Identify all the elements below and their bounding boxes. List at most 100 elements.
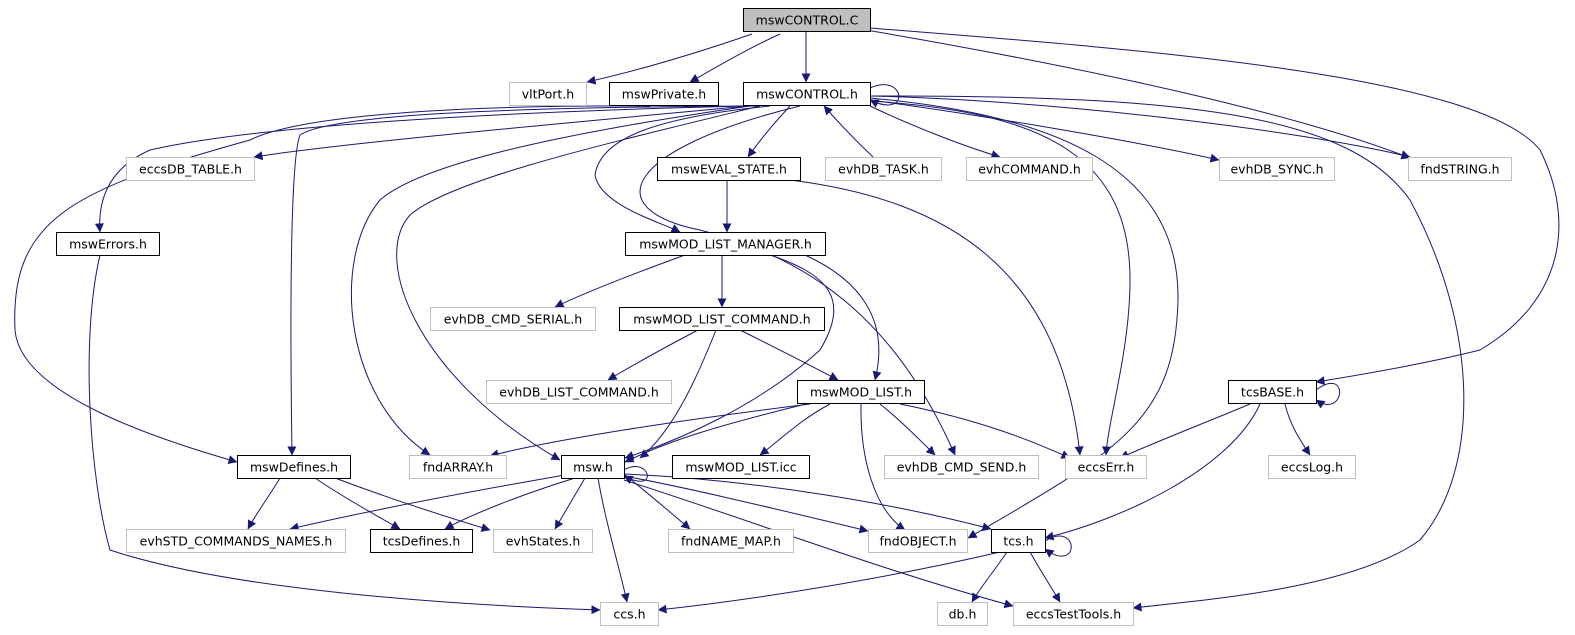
node-msw-h[interactable]: msw.h <box>561 455 625 479</box>
node-box <box>868 529 968 553</box>
edge-mswcontrol-c-to-fndstring-h <box>865 29 1411 160</box>
edge-msw-h-to-fndobject-h <box>623 475 869 534</box>
edge-mswmod-list-command-h-to-mswmod-list-h <box>739 329 839 381</box>
edge-msw-h-to-evhstates-h <box>554 477 586 530</box>
edge-mswcontrol-c-to-vltport-h <box>586 33 753 85</box>
edge-mswcontrol-c-to-mswprivate-h <box>689 33 781 83</box>
node-mswprivate-h[interactable]: mswPrivate.h <box>609 82 719 106</box>
edge-mswcontrol-h-to-msweval-state-h <box>747 105 791 158</box>
edge-mswcontrol-h-to-fndstring-h <box>869 95 1411 160</box>
node-mswerrors-h[interactable]: mswErrors.h <box>56 232 160 256</box>
node-box <box>1408 157 1512 181</box>
node-fndname-map-h: fndNAME_MAP.h <box>668 529 794 553</box>
node-box <box>600 602 659 626</box>
node-evhdb-cmd-serial-h: evhDB_CMD_SERIAL.h <box>430 307 596 331</box>
node-label: mswDefines.h <box>250 460 338 475</box>
node-label: mswErrors.h <box>69 237 147 252</box>
edge-mswcontrol-h-to-evhdb-sync-h <box>869 99 1220 163</box>
node-box <box>625 232 826 256</box>
node-mswcontrol-h[interactable]: mswCONTROL.h <box>743 82 871 106</box>
edge-mswcontrol-h-to-mswdefines-h <box>287 105 761 456</box>
edge-mswcontrol-h-to-evhcommand-h <box>869 105 1001 159</box>
node-box <box>237 455 351 479</box>
node-mswmod-list-icc[interactable]: mswMOD_LIST.icc <box>672 455 810 479</box>
edge-msw-h-to-msw-h <box>623 466 648 484</box>
node-label: mswCONTROL.C <box>756 13 859 28</box>
edge-msw-h-to-fndname-map-h <box>623 473 691 530</box>
node-tcs-h[interactable]: tcs.h <box>991 529 1046 553</box>
node-box <box>609 82 719 106</box>
node-box <box>486 380 672 404</box>
edge-mswcontrol-h-to-eccserr-h <box>869 100 1131 456</box>
node-label: evhDB_CMD_SERIAL.h <box>444 312 582 327</box>
node-fndstring-h: fndSTRING.h <box>1408 157 1512 181</box>
node-box <box>668 529 794 553</box>
node-label: eccsLog.h <box>1281 460 1343 475</box>
node-box <box>797 380 925 404</box>
node-label: ccs.h <box>613 607 645 622</box>
node-label: fndARRAY.h <box>423 460 493 475</box>
edge-mswmod-list-command-h-to-evhdb-list-command-h <box>607 329 699 381</box>
edge-mswcontrol-c-to-tcsbase-h <box>869 27 1560 386</box>
node-evhcommand-h: evhCOMMAND.h <box>966 157 1093 181</box>
node-box <box>56 232 160 256</box>
node-box <box>825 157 942 181</box>
node-eccsdb-table-h: eccsDB_TABLE.h <box>126 157 255 181</box>
edge-msw-h-to-evhstd-commands-names-h <box>289 474 566 532</box>
edge-msweval-state-h-to-eccserr-h <box>789 179 1084 456</box>
edge-mswmod-list-h-to-mswmod-list-icc <box>759 403 831 456</box>
node-fndarray-h: fndARRAY.h <box>409 455 507 479</box>
node-label: mswEVAL_STATE.h <box>671 162 787 177</box>
edge-msw-h-to-tcsdefines-h <box>444 477 576 530</box>
node-mswmod-list-command-h[interactable]: mswMOD_LIST_COMMAND.h <box>619 307 825 331</box>
edge-mswcontrol-h-to-evhdb-cmd-send-h <box>639 105 956 456</box>
edge-tcs-h-to-ccs-h <box>657 551 1001 614</box>
node-evhstd-commands-names-h: evhSTD_COMMANDS_NAMES.h <box>126 529 346 553</box>
node-label: eccsDB_TABLE.h <box>139 162 242 177</box>
edge-mswmod-list-h-to-fndobject-h <box>860 403 906 531</box>
node-tcsdefines-h[interactable]: tcsDefines.h <box>370 529 473 553</box>
node-label: mswPrivate.h <box>622 87 706 102</box>
edge-mswdefines-h-to-evhstd-commands-names-h <box>247 477 281 530</box>
node-mswcontrol-c[interactable]: mswCONTROL.C <box>743 8 871 32</box>
node-label: evhSTD_COMMANDS_NAMES.h <box>140 534 333 549</box>
edge-mswerrors-h-to-ccs-h <box>88 254 601 615</box>
node-label: tcsBASE.h <box>1241 385 1304 400</box>
node-mswmod-list-manager-h[interactable]: mswMOD_LIST_MANAGER.h <box>625 232 826 256</box>
node-label: evhDB_CMD_SEND.h <box>897 460 1027 475</box>
node-box <box>672 455 810 479</box>
edge-msw-h-to-ccs-h <box>597 477 630 603</box>
edge-tcs-h-to-tcs-h <box>1044 535 1072 558</box>
node-label: eccsErr.h <box>1078 460 1135 475</box>
edge-mswmod-list-manager-h-to-msw-h <box>624 254 835 460</box>
edge-mswcontrol-h-to-evhdb-task-h <box>823 105 874 158</box>
node-label: fndOBJECT.h <box>879 534 956 549</box>
node-box <box>561 455 625 479</box>
node-tcsbase-h[interactable]: tcsBASE.h <box>1228 380 1317 404</box>
node-label: tcsDefines.h <box>383 534 461 549</box>
node-msweval-state-h[interactable]: mswEVAL_STATE.h <box>657 157 801 181</box>
node-label: mswMOD_LIST_MANAGER.h <box>639 237 812 252</box>
edge-mswmod-list-h-to-msw-h <box>624 402 811 463</box>
node-mswmod-list-h[interactable]: mswMOD_LIST.h <box>797 380 925 404</box>
edge-mswprivate-h-to-mswdefines-h <box>14 105 651 464</box>
node-box <box>493 529 593 553</box>
node-label: eccsTestTools.h <box>1026 607 1121 622</box>
node-eccserr-h: eccsErr.h <box>1065 455 1147 479</box>
node-evhdb-list-command-h: evhDB_LIST_COMMAND.h <box>486 380 672 404</box>
node-box <box>619 307 825 331</box>
node-fndobject-h: fndOBJECT.h <box>868 529 968 553</box>
edge-tcsbase-h-to-tcsbase-h <box>1315 382 1341 409</box>
node-label: tcs.h <box>1003 534 1033 549</box>
edge-mswcontrol-h-to-eccstesttools-h <box>869 95 1465 612</box>
node-mswdefines-h[interactable]: mswDefines.h <box>237 455 351 479</box>
edge-mswdefines-h-to-evhstates-h <box>334 477 491 532</box>
node-label: mswMOD_LIST_COMMAND.h <box>633 312 810 327</box>
node-label: msw.h <box>573 460 613 475</box>
node-ccs-h: ccs.h <box>600 602 659 626</box>
node-vltport-h: vltPort.h <box>509 82 587 106</box>
node-label: mswMOD_LIST.h <box>810 385 912 400</box>
node-box <box>126 529 346 553</box>
edge-tcs-h-to-eccstesttools-h <box>1029 551 1061 603</box>
